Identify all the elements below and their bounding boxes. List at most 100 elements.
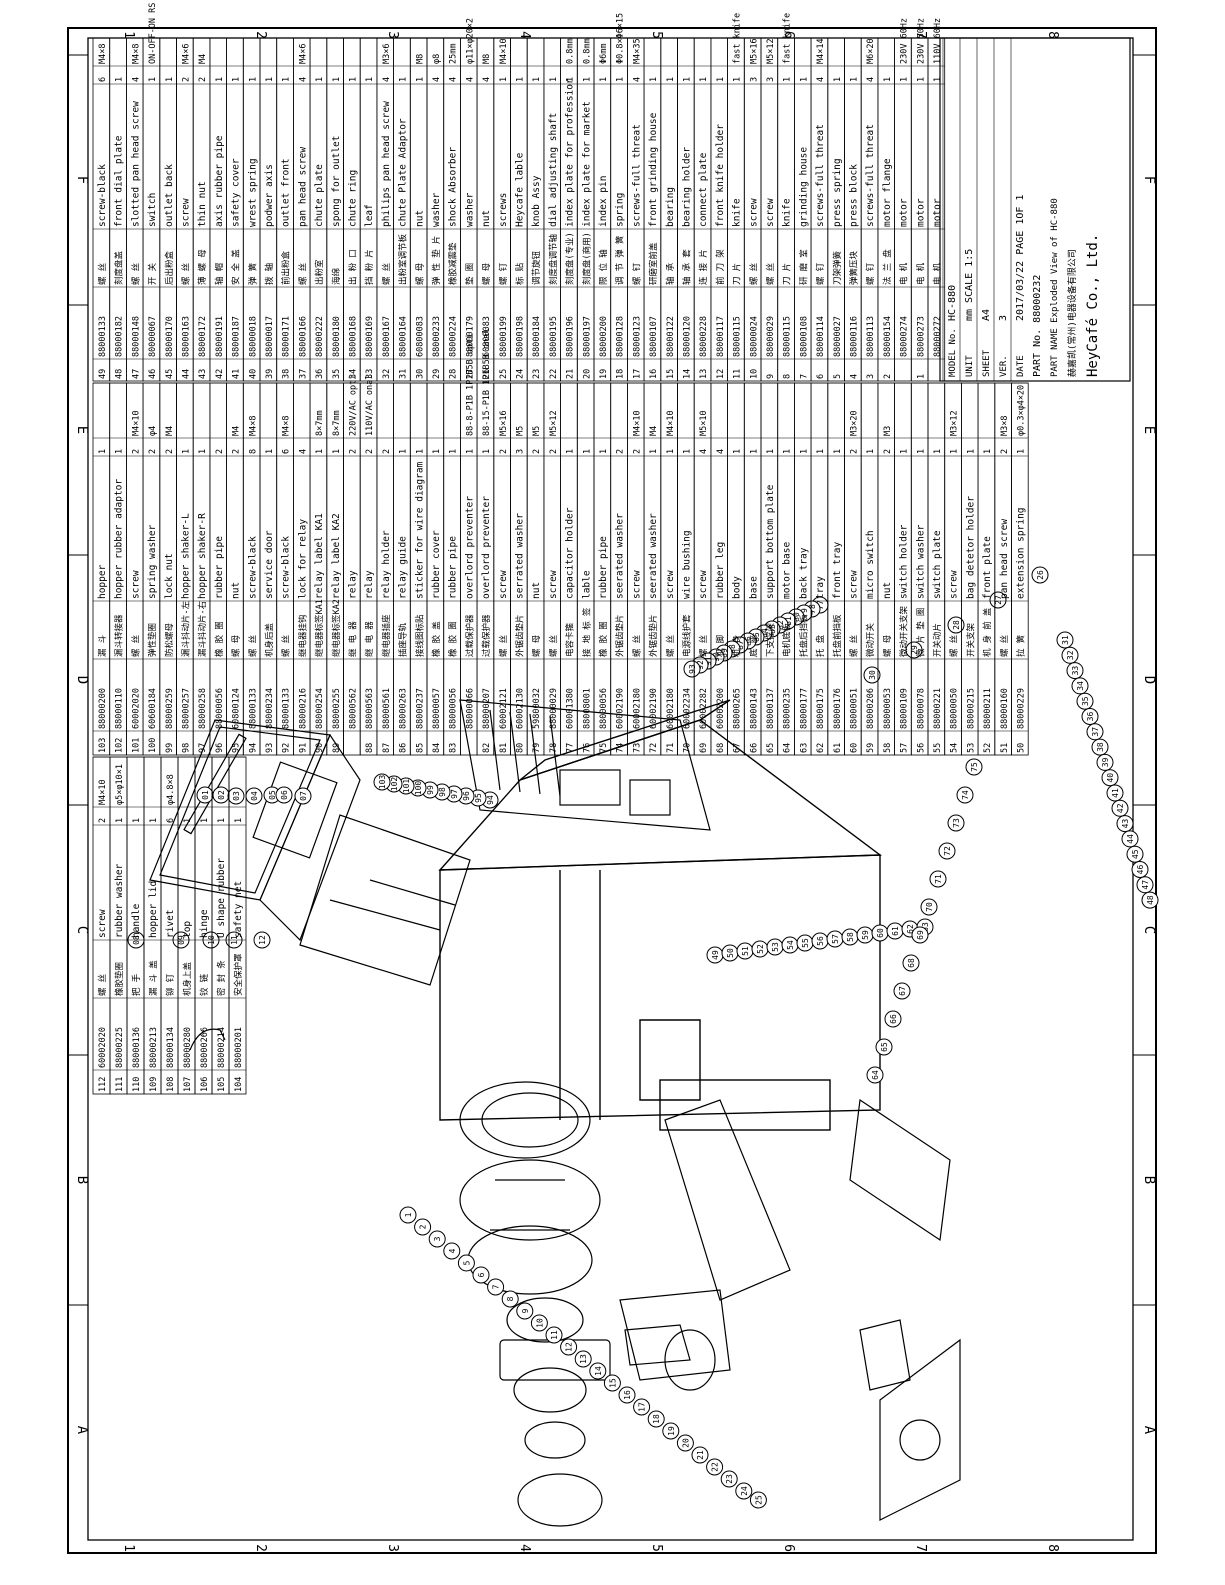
part-no: 102 [115,738,125,753]
part-note: 0.8mm [566,38,576,64]
part-qty: 3 [516,449,526,454]
callout-31: 31 [1056,631,1074,649]
part-cn: 螺 丝 [97,973,108,996]
part-cn: 过载保护器 [464,614,475,657]
part-part-no: 88000029 [766,316,776,357]
part-qty: 1 [115,449,125,454]
callout-42: 42 [1111,799,1129,817]
part-note: M8 [482,54,492,64]
part-no: 39 [265,369,275,379]
part-cn: 螺 丝 [381,262,392,285]
svg-text:18: 18 [652,1414,661,1424]
part-note: M3×20 [850,410,860,436]
part-part-no: 88000133 [98,316,108,357]
part-note: fast knife [783,13,793,64]
part-qty: 1 [332,77,342,82]
part-no: 26 [482,369,492,379]
part-part-no: 88000051 [850,688,860,729]
part-cn: 螺 钉 [498,262,509,285]
part-note: Φ6mm [599,44,609,64]
part-qty: 2 [165,449,175,454]
part-cn: 外锯齿垫片 [648,614,659,657]
callout-69: 69 [911,926,929,944]
part-part-no: 88000115 [783,316,793,357]
part-cn: 螺 钉 [631,262,642,285]
part-cn: 刻度盘盖 [114,250,125,285]
part-name: lock for relay [297,519,308,599]
part-cn: 后出粉盒 [164,250,175,285]
part-name: hopper shaker-R [197,513,208,599]
part-cn: 螺 钉 [865,262,876,285]
part-part-no: 88000024 [749,316,759,357]
part-note: M5×12 [766,38,776,64]
part-part-no: 88000237 [415,688,425,729]
svg-text:68: 68 [907,958,916,968]
part-no: 71 [666,743,676,753]
svg-text:86: 86 [744,636,753,646]
part-part-no: 88000148 [131,316,141,357]
part-qty: 4 [816,77,826,82]
part-part-no: 88000017 [265,316,275,357]
part-qty: 1 [200,818,210,823]
svg-text:02: 02 [217,790,226,800]
svg-text:82: 82 [776,620,785,630]
svg-text:33: 33 [1071,666,1080,676]
part-note: M4 [232,426,242,436]
part-part-no: 88000113 [866,316,876,357]
part-qty: 3 [766,77,776,82]
callout-65: 65 [875,1038,893,1056]
svg-text:34: 34 [1076,681,1085,691]
svg-text:45: 45 [1131,849,1140,859]
callout-74: 74 [956,786,974,804]
part-cn: 螺 丝 [849,634,860,657]
part-cn: 刀 片 [782,263,793,285]
grinding-stack [459,1081,611,1527]
part-no: 93 [265,743,275,753]
callout-33: 33 [1066,662,1084,680]
svg-text:67: 67 [898,986,907,996]
part-qty: 1 [783,449,793,454]
part-note: M4×8 [131,44,141,64]
part-part-no: 88000263 [399,688,409,729]
part-qty: 1 [683,77,693,82]
callout-22: 22 [706,1458,724,1476]
part-qty: 1 [983,449,993,454]
part-note: φ5×φ10×1 [115,764,125,805]
part-qty: 2 [232,449,242,454]
part-no: 66 [749,743,759,753]
part-cn: 密 封 条 [216,960,227,996]
part-cn: 法 兰 盘 [882,249,893,285]
part-part-no: 60002180 [666,688,676,729]
svg-text:29: 29 [910,645,919,655]
svg-text:32: 32 [1066,650,1075,660]
part-qty: 6 [98,77,108,82]
part-no: 31 [399,369,409,379]
part-part-no: 88000216 [298,688,308,729]
part-cn: 出粉室 [314,259,325,285]
part-cn: 研磨室前盖 [648,242,659,285]
part-qty: 1 [149,818,159,823]
part-no: 6 [816,374,826,379]
part-part-no: 59800032 [532,688,542,729]
svg-text:95: 95 [474,793,483,803]
part-part-no: 88000029 [549,688,559,729]
part-part-no: 88000225 [115,1027,125,1068]
part-qty: 1 [234,818,244,823]
part-name: front dial plate [114,135,125,227]
part-name: chute ring [348,170,359,227]
title-label: VER. [999,355,1009,377]
part-part-no: 88000154 [883,316,893,357]
row-zone-left: F [74,176,90,184]
part-qty: 4 [866,77,876,82]
part-cn: 刀 片 [732,263,743,285]
svg-text:93: 93 [688,664,697,674]
svg-text:103: 103 [378,775,387,790]
part-part-no: 88000175 [816,688,826,729]
row-zone-left: E [74,426,90,434]
part-no: 42 [215,369,225,379]
part-no: 15 [666,369,676,379]
part-part-no: 88000115 [733,316,743,357]
